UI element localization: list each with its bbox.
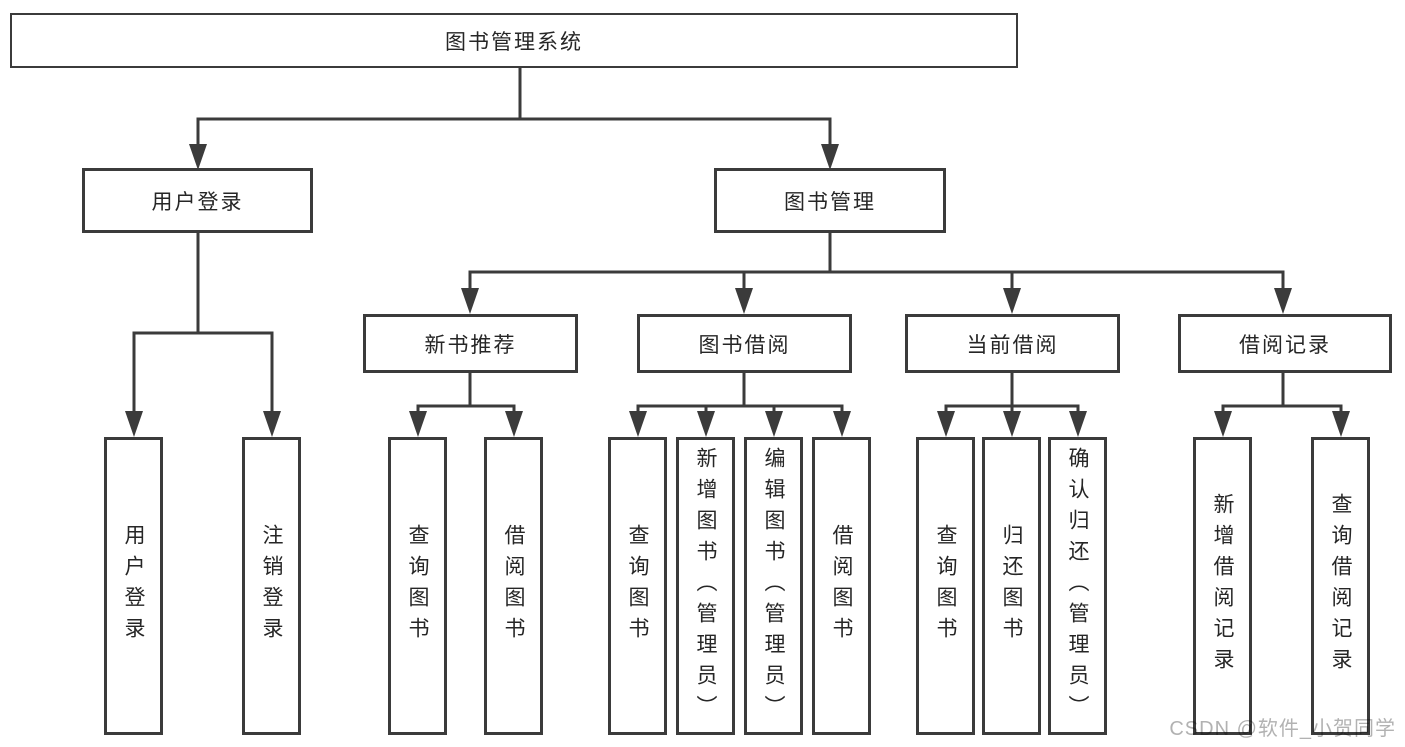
leaf-logout-label: 注销登录 [260,524,283,648]
node-user-login-label: 用户登录 [151,190,244,214]
node-book-borrowing-label: 图书借阅 [698,333,791,357]
node-book-management-label: 图书管理 [784,190,876,214]
leaf-user-login: 用户登录 [104,437,163,735]
leaf-newbook-borrow-books: 借阅图书 [484,437,543,735]
node-current-borrowing-label: 当前借阅 [966,333,1059,357]
leaf-confirm-return-admin: 确认归还（管理员） [1048,437,1107,735]
leaf-return-books: 归还图书 [982,437,1041,735]
csdn-watermark: CSDN @软件_小贺同学 [1169,718,1396,740]
leaf-borrowing-query-books-label: 查询图书 [626,524,649,648]
node-new-book-recommend: 新书推荐 [363,314,578,373]
leaf-add-books-admin-label: 新增图书（管理员） [694,446,717,726]
leaf-add-borrow-record-label: 新增借阅记录 [1211,493,1234,679]
node-new-book-recommend-label: 新书推荐 [424,333,517,357]
node-library-management-system-label: 图书管理系统 [445,30,583,54]
node-current-borrowing: 当前借阅 [905,314,1120,373]
leaf-newbook-borrow-books-label: 借阅图书 [502,524,525,648]
node-user-login: 用户登录 [82,168,313,233]
leaf-query-borrow-record-label: 查询借阅记录 [1329,493,1352,679]
node-borrowing-records: 借阅记录 [1178,314,1392,373]
leaf-borrow-books: 借阅图书 [812,437,871,735]
leaf-logout: 注销登录 [242,437,301,735]
leaf-confirm-return-admin-label: 确认归还（管理员） [1066,446,1089,726]
leaf-edit-books-admin-label: 编辑图书（管理员） [762,446,785,726]
node-book-management: 图书管理 [714,168,946,233]
leaf-current-query-books-label: 查询图书 [934,524,957,648]
leaf-return-books-label: 归还图书 [1000,524,1023,648]
leaf-add-books-admin: 新增图书（管理员） [676,437,735,735]
leaf-query-borrow-record: 查询借阅记录 [1311,437,1370,735]
leaf-add-borrow-record: 新增借阅记录 [1193,437,1252,735]
leaf-borrow-books-label: 借阅图书 [830,524,853,648]
node-library-management-system: 图书管理系统 [10,13,1018,68]
leaf-edit-books-admin: 编辑图书（管理员） [744,437,803,735]
leaf-newbook-query-books-label: 查询图书 [406,524,429,648]
leaf-newbook-query-books: 查询图书 [388,437,447,735]
leaf-current-query-books: 查询图书 [916,437,975,735]
leaf-borrowing-query-books: 查询图书 [608,437,667,735]
leaf-user-login-label: 用户登录 [122,524,145,648]
node-book-borrowing: 图书借阅 [637,314,852,373]
node-borrowing-records-label: 借阅记录 [1239,333,1331,357]
